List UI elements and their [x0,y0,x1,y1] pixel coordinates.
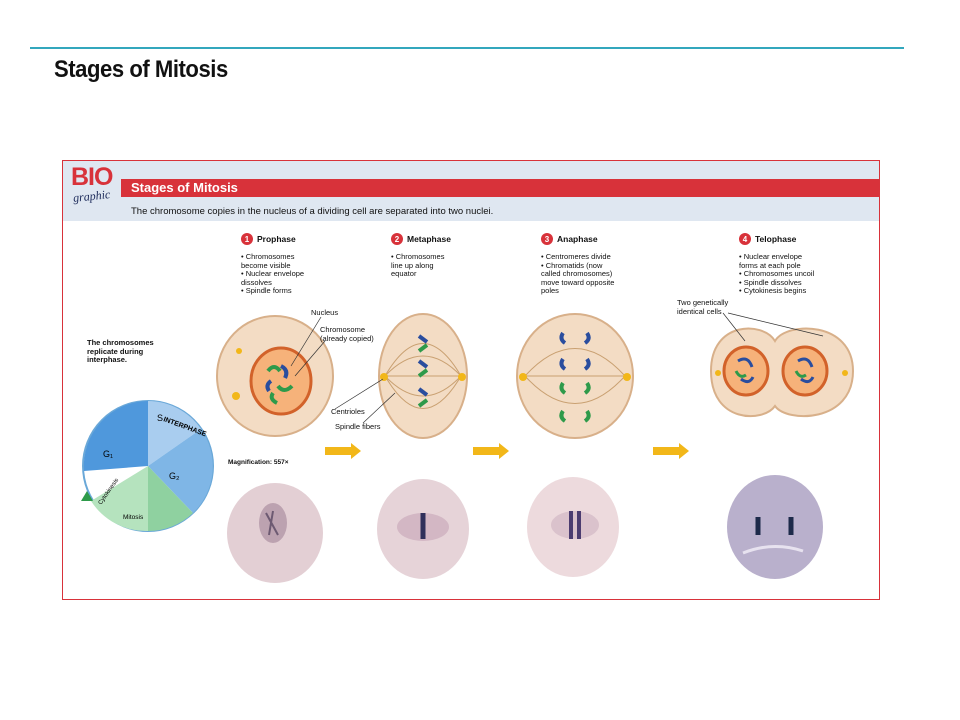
bullet-line: forms at each pole [739,260,801,270]
nucleus-label: Nucleus [311,308,339,317]
magnification-label: Magnification: 557× [228,459,289,466]
arrow-right-icon [653,443,689,459]
stage-1-bullets: • Chromosomes become visible • Nuclear e… [241,252,361,296]
micrograph-anaphase [527,477,619,577]
figure-title-band: Stages of Mitosis [121,179,879,197]
stage-4-name: Telophase [755,234,797,244]
g1-label: G₁ [103,449,113,459]
figure-title: Stages of Mitosis [131,180,238,195]
micrograph-telophase [727,475,823,579]
bullet-line: • Nuclear envelope [241,269,305,278]
slide-title: Stages of Mitosis [54,56,228,83]
biographic-logo: BIO graphic [67,161,127,213]
stage-1-heading: 1 Prophase [241,233,296,245]
stage-2-heading: 2 Metaphase [391,233,451,245]
cell-cycle-wheel: INTERPHASE G₁ S G₂ Mitosis Cytokinesis [81,400,214,532]
cycle-arrow-icon [81,491,93,501]
bullet-line: • Spindle dissolves [739,277,802,287]
bullet-line: equator [391,269,417,278]
cytokinesis-wedge [91,466,148,532]
centrioles-leader [334,378,384,410]
stage-3-number: 3 [541,233,553,245]
g2-wedge [148,429,213,513]
arrow-right-icon [473,443,509,459]
s-phase-wedge [148,401,201,466]
stage-3-bullets: • Centromeres divide • Chromatids (now c… [541,252,661,296]
stage-4-bullets: • Nuclear envelope forms at each pole • … [739,252,859,296]
mitosis-figure: Stages of Mitosis BIO graphic The chromo… [62,160,880,600]
centrioles-label: Centrioles [331,407,365,416]
stage-arrows [325,443,689,459]
bullet-line: become visible [241,260,291,270]
bullet-line: called chromosomes) [541,269,613,278]
stage-3-heading: 3 Anaphase [541,233,598,245]
telophase-cell [709,312,855,418]
spindle-leader [362,392,396,424]
stage-3-name: Anaphase [557,234,598,244]
bullet-line: • Chromosomes [241,252,295,261]
bullet-line: • Nuclear envelope [739,252,803,261]
arrow-right-icon [325,443,361,459]
bullet-line: • Chromosomes uncoil [739,269,815,278]
two-cells-label: Two genetically [677,298,729,307]
bullet-line: line up along [391,260,434,270]
bullet-line: • Chromosomes [391,252,445,261]
bullet-line: poles [541,286,559,295]
bullet-line: • Spindle forms [241,286,292,295]
chromosome-label: Chromosome [320,325,366,334]
bullet-line: • Cytokinesis begins [739,286,807,295]
metaphase-cell [378,313,468,439]
bullet-line: • Centromeres divide [541,252,611,261]
stage-4-number: 4 [739,233,751,245]
stage-1-number: 1 [241,233,253,245]
s-label: S [157,413,163,423]
bullet-line: • Chromatids (now [541,260,603,270]
nucleus-leader [290,316,322,367]
bullet-line: move toward opposite [541,277,615,287]
chromosome-leader [294,340,326,377]
stage-2-bullets: • Chromosomes line up along equator [391,252,511,279]
micrograph-metaphase [377,479,469,579]
spindle-fibers-label: Spindle fibers [335,422,381,431]
stage-2-name: Metaphase [407,234,451,244]
prophase-cell [216,315,334,437]
figure-subtitle: The chromosome copies in the nucleus of … [131,206,494,217]
mitosis-wedge [148,466,193,532]
stage-2-number: 2 [391,233,403,245]
g1-wedge [83,401,148,471]
chromosome-label-note: (already copied) [320,334,374,343]
cycle-caption: The chromosomes replicate during interph… [87,338,154,364]
mitosis-illustration: INTERPHASE G₁ S G₂ Mitosis Cytokinesis [81,312,855,583]
title-rule [30,47,904,49]
anaphase-cell [516,313,634,439]
bullet-line: dissolves [241,277,272,287]
two-cells-label-2: identical cells [677,307,722,316]
stage-1-name: Prophase [257,234,296,244]
stage-4-heading: 4 Telophase [739,233,796,245]
micrograph-prophase [227,483,323,583]
logo-bio-text: BIO [71,163,113,191]
g2-label: G₂ [169,471,180,481]
mitosis-label: Mitosis [123,514,144,521]
